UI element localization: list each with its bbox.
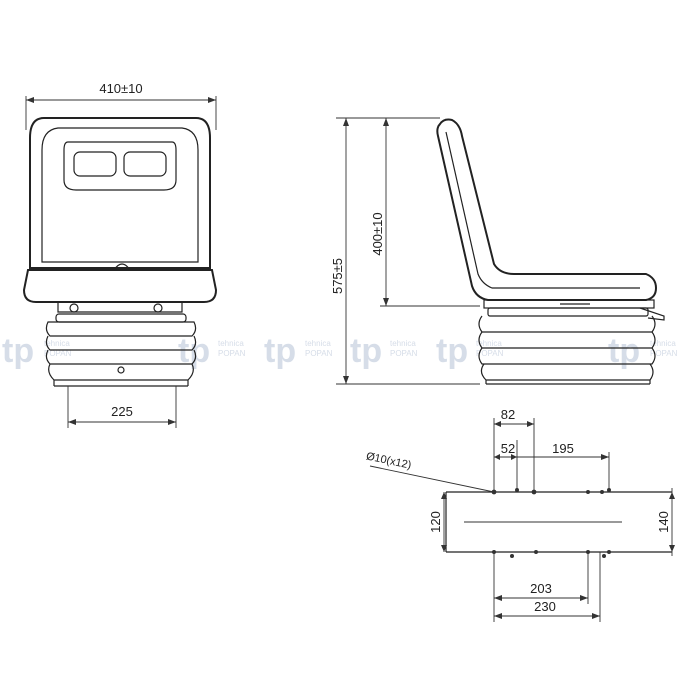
side-view: 575±5 400±10	[330, 117, 665, 385]
handle-cutout	[63, 141, 177, 191]
watermark-logo: tp	[264, 332, 296, 370]
dim-120: 120	[428, 492, 447, 552]
dim-52: 52	[494, 440, 518, 490]
slide-rail	[57, 302, 183, 313]
watermark-1: tp tehnica POPAN	[2, 332, 72, 370]
dim-195-label: 195	[552, 441, 574, 456]
watermark-line2: POPAN	[44, 349, 72, 358]
dim-base-width: 225	[67, 386, 177, 428]
dim-82: 82	[493, 407, 535, 490]
dim-140: 140	[656, 488, 675, 556]
mounting-holes	[491, 488, 611, 558]
dim-total-height: 575±5	[330, 117, 480, 385]
dim-backrest-height-label: 400±10	[370, 212, 385, 255]
front-view: 410±10	[22, 81, 218, 428]
watermark-logo: tp	[436, 332, 468, 370]
watermark-line1: tehnica	[305, 339, 331, 348]
watermark-line2: POPAN	[218, 349, 246, 358]
watermark-line2: POPAN	[650, 349, 678, 358]
dim-backrest-height: 400±10	[370, 118, 480, 307]
watermark-4: tp tehnica POPAN	[350, 332, 418, 370]
dim-195: 195	[517, 441, 610, 490]
watermark-line1: tehnica	[476, 339, 502, 348]
watermark-line2: POPAN	[305, 349, 333, 358]
seat-side-profile	[436, 118, 658, 301]
dim-230: 230	[494, 552, 601, 622]
dim-total-height-label: 575±5	[330, 258, 345, 294]
suspension-bellows	[45, 313, 197, 387]
watermark-line1: tehnica	[390, 339, 416, 348]
side-bellows	[478, 307, 656, 385]
backrest-outline	[29, 117, 211, 269]
dim-front-width-label: 410±10	[99, 81, 142, 96]
dim-203-label: 203	[530, 581, 552, 596]
watermark-logo: tp	[350, 332, 382, 370]
watermark-line1: tehnica	[218, 339, 244, 348]
watermark-3: tp tehnica POPAN	[264, 332, 333, 370]
dim-base-width-label: 225	[111, 404, 133, 419]
dim-203: 203	[493, 552, 589, 622]
watermark-logo: tp	[2, 332, 34, 370]
side-rail	[483, 299, 665, 321]
seat-cushion	[22, 269, 218, 303]
dim-230-label: 230	[534, 599, 556, 614]
watermark-5: tp tehnica POPAN	[436, 332, 504, 370]
hole-spec-callout: Ø10(x12)	[365, 450, 495, 493]
dim-82-label: 82	[501, 407, 515, 422]
watermark-line1: tehnica	[44, 339, 70, 348]
watermark-line1: tehnica	[650, 339, 676, 348]
dim-120-label: 120	[428, 511, 443, 533]
watermark-line2: POPAN	[390, 349, 418, 358]
hole-spec-label: Ø10(x12)	[365, 450, 412, 471]
dim-52-label: 52	[501, 441, 515, 456]
mounting-plate-view: 82 52 195 Ø10(x12) 120	[365, 407, 675, 622]
watermark-line2: POPAN	[476, 349, 504, 358]
dim-140-label: 140	[656, 511, 671, 533]
dim-front-width: 410±10	[25, 81, 217, 130]
